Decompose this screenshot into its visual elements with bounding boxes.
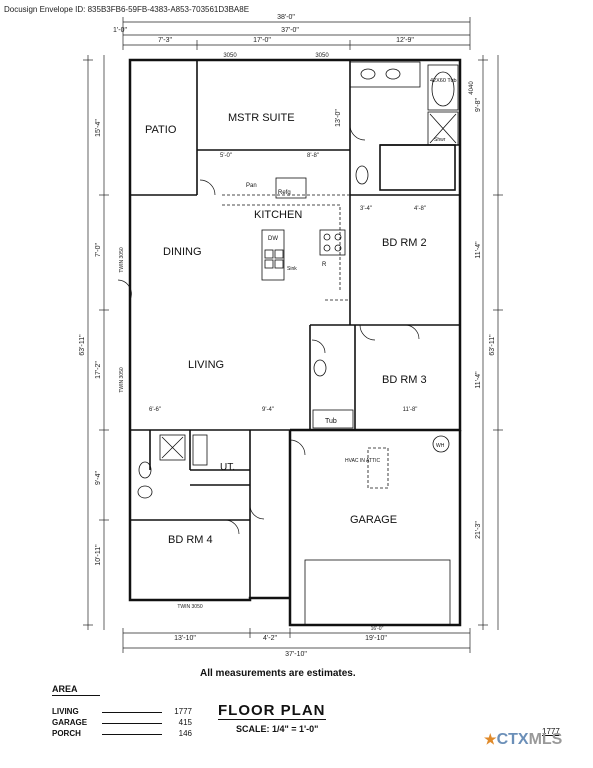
- texas-star-icon: ★: [484, 731, 497, 747]
- dim-bottom-c: 19'-10": [365, 635, 387, 642]
- dim-8-8: 8'-8": [307, 153, 319, 159]
- hall-toilet: [313, 359, 327, 377]
- area-title: AREA: [52, 684, 100, 696]
- area-label: GARAGE: [52, 718, 88, 727]
- dim-bottom-b: 4'-2": [263, 635, 277, 642]
- dimension-lines: [87, 21, 499, 649]
- bath4-sink: [137, 485, 153, 499]
- master-shower: [427, 111, 459, 146]
- dim-top-a: 7'-3": [158, 37, 172, 44]
- label-hvac: HVAC IN ATTIC: [345, 458, 380, 464]
- cabinet-outline: [222, 194, 351, 301]
- area-table: AREA LIVING 1777 GARAGE 415 PORCH 146: [52, 684, 192, 739]
- room-utility: UT.: [220, 462, 235, 473]
- dim-bottom-total: 37'-10": [285, 651, 307, 658]
- master-vanity: [349, 61, 421, 88]
- area-value: 146: [178, 729, 192, 738]
- estimate-note: All measurements are estimates.: [200, 668, 356, 679]
- logo-ctx: CTX: [496, 731, 529, 748]
- area-value: 1777: [174, 707, 192, 716]
- dim-top-b: 17'-0": [253, 37, 271, 44]
- dim-master-depth: 13'-0": [335, 109, 342, 127]
- washer: [159, 434, 186, 461]
- refrigerator: [275, 177, 307, 199]
- dim-4-8: 4'-8": [414, 206, 426, 212]
- dim-top-second: 37'-0": [281, 27, 299, 34]
- room-living: LIVING: [188, 359, 224, 371]
- hvac-unit: [367, 447, 389, 489]
- dimension-ticks: [83, 17, 503, 653]
- dim-11-8: 11'-8": [403, 407, 418, 413]
- dim-9-4: 9'-4": [262, 407, 274, 413]
- label-refrigerator: Refg: [278, 190, 291, 196]
- dim-right-a: 9'-8": [475, 98, 482, 112]
- area-value: 415: [178, 718, 192, 727]
- label-sink: Sink: [287, 266, 297, 272]
- dim-left-total: 63'-11": [79, 334, 86, 356]
- label-tub: Tub: [325, 418, 337, 425]
- dim-top-left: 1'-0": [113, 27, 127, 34]
- area-row: LIVING 1777: [52, 706, 192, 717]
- dim-5-0: 5'-0": [220, 153, 232, 159]
- kitchen-island: [261, 229, 285, 281]
- room-kitchen: KITCHEN: [254, 209, 302, 221]
- dim-left-d: 9'-4": [95, 471, 102, 485]
- room-master: MSTR SUITE: [228, 112, 295, 124]
- dim-right-d: 21'-3": [475, 521, 482, 539]
- label-tub-large: 42X60 Tub: [430, 78, 457, 84]
- plan-title: FLOOR PLAN: [218, 702, 326, 720]
- range: [319, 229, 346, 256]
- garage-door: [304, 559, 451, 626]
- ctxmls-logo: ★CTXMLS: [484, 731, 562, 749]
- room-bd3: BD RM 3: [382, 374, 427, 386]
- label-shower: Shwr: [434, 137, 446, 143]
- area-label: PORCH: [52, 729, 81, 738]
- fixtures: [137, 61, 459, 626]
- area-label: LIVING: [52, 707, 79, 716]
- dim-window-1: 3050: [223, 53, 237, 59]
- label-range: R: [322, 262, 327, 268]
- logo-mls: MLS: [528, 731, 563, 748]
- room-patio: PATIO: [145, 124, 177, 136]
- label-water-heater: WH: [436, 443, 445, 449]
- dim-left-b: 7'-0": [95, 243, 102, 257]
- dim-6-6: 6'-6": [149, 407, 161, 413]
- label-pantry: Pan: [246, 183, 257, 189]
- area-row: GARAGE 415: [52, 717, 192, 728]
- label-dishwasher: DW: [268, 236, 278, 242]
- bath4-toilet: [138, 461, 152, 479]
- dim-top-c: 12'-9": [396, 37, 414, 44]
- master-toilet: [355, 165, 369, 185]
- plan-scale: SCALE: 1/4" = 1'-0": [236, 724, 319, 734]
- dim-window-3: 4040: [469, 81, 475, 95]
- dim-twin-window-1: TWIN 3050: [119, 247, 125, 273]
- dim-twin-window-2: TWIN 3050: [119, 367, 125, 393]
- interior-walls: [130, 60, 460, 598]
- dim-left-e: 10'-11": [95, 544, 102, 566]
- water-heater: [432, 435, 450, 453]
- dim-window-2: 3050: [315, 53, 329, 59]
- master-tub: [427, 64, 459, 111]
- area-row: PORCH 146: [52, 728, 192, 739]
- dim-top-total: 38'-0": [277, 14, 295, 21]
- room-bd4: BD RM 4: [168, 534, 213, 546]
- hall-tub: [312, 409, 354, 429]
- dim-bottom-a: 13'-10": [174, 635, 196, 642]
- dryer: [192, 434, 208, 466]
- dim-left-a: 15'-4": [95, 119, 102, 137]
- dim-twin-window-3: TWIN 3050: [177, 604, 203, 610]
- dim-right-total: 63'-11": [489, 334, 496, 356]
- room-garage: GARAGE: [350, 514, 397, 526]
- dim-right-b: 11'-4": [475, 241, 482, 259]
- door-swings: [117, 124, 420, 535]
- dim-left-c: 17'-2": [95, 361, 102, 379]
- corner-number: 1777: [542, 727, 560, 736]
- dim-3-4: 3'-4": [360, 206, 372, 212]
- room-bd2: BD RM 2: [382, 237, 427, 249]
- envelope-id: Docusign Envelope ID: 835B3FB6-59FB-4383…: [4, 5, 250, 14]
- dim-right-c: 11'-4": [475, 371, 482, 389]
- dim-garage-door: 16'-0": [371, 626, 384, 632]
- room-dining: DINING: [163, 246, 202, 258]
